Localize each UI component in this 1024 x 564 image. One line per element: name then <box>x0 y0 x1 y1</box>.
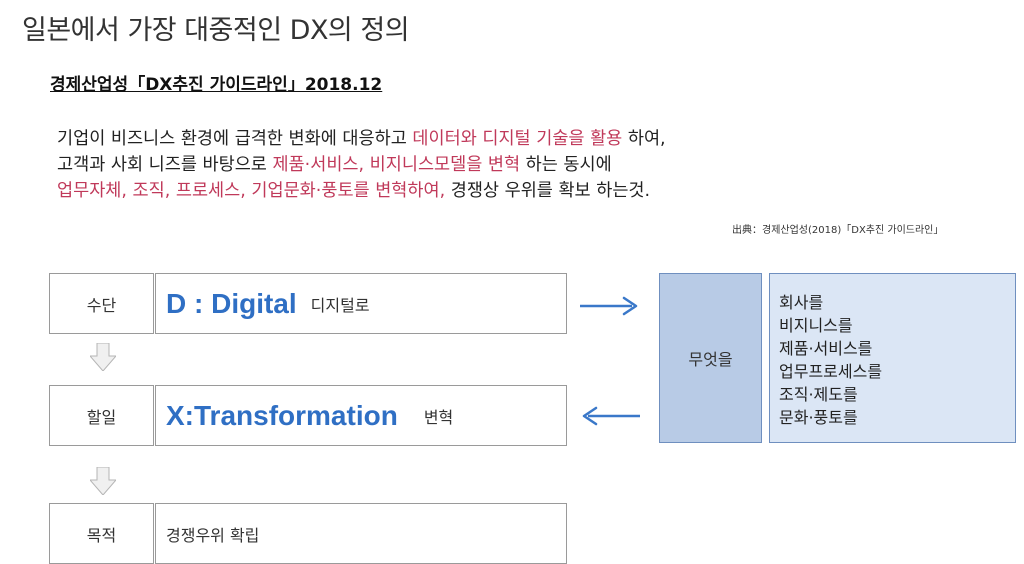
target-item: 제품·서비스를 <box>779 339 873 358</box>
target-item: 조직·제도를 <box>779 385 858 404</box>
goal-value: 경쟁우위 확립 <box>155 503 567 564</box>
todo-label-text: 할일 <box>86 407 117 427</box>
what-text: 무엇을 <box>688 350 733 369</box>
definition-line-3: 업무자체, 조직, 프로세스, 기업문화·풍토를 변혁하여, 경쟁상 우위를 확… <box>57 178 666 204</box>
digital-desc: 디지털로 <box>310 295 370 315</box>
means-value: D : Digital 디지털로 <box>155 273 567 334</box>
definition-text: 기업이 비즈니스 환경에 급격한 변화에 대응하고 데이터와 디지털 기술을 활… <box>57 126 666 204</box>
transformation-desc: 변혁 <box>423 407 454 427</box>
page-title: 일본에서 가장 대중적인 DX의 정의 <box>22 15 410 46</box>
what-box: 무엇을 <box>659 273 762 443</box>
highlighted-text: 제품·서비스, 비지니스모델을 변혁 <box>272 155 521 175</box>
definition-line-2: 고객과 사회 니즈를 바탕으로 제품·서비스, 비지니스모델을 변혁 하는 동시… <box>57 152 666 178</box>
goal-label: 목적 <box>49 503 154 564</box>
target-item: 문화·풍토를 <box>779 408 858 427</box>
transformation-term: X:Transformation <box>166 399 398 431</box>
target-item: 회사를 <box>779 293 824 312</box>
goal-text: 경쟁우위 확립 <box>166 525 260 545</box>
target-item: 업무프로세스를 <box>779 362 883 381</box>
target-item: 비지니스를 <box>779 316 853 335</box>
definition-text-segment: 하는 동시에 <box>520 155 612 175</box>
down-arrow-icon <box>90 343 116 371</box>
highlighted-text: 데이터와 디지털 기술을 활용 <box>412 129 623 149</box>
definition-line-1: 기업이 비즈니스 환경에 급격한 변화에 대응하고 데이터와 디지털 기술을 활… <box>57 126 666 152</box>
todo-value: X:Transformation 변혁 <box>155 385 567 446</box>
arrow-right-icon <box>580 296 638 316</box>
definition-text-segment: 고객과 사회 니즈를 바탕으로 <box>57 155 273 175</box>
highlighted-text: 업무자체, 조직, 프로세스, 기업문화·풍토를 변혁하여, <box>57 181 446 201</box>
definition-text-segment: 경쟁상 우위를 확보 하는것. <box>445 181 651 201</box>
arrow-left-icon <box>582 406 640 426</box>
source-note: 出典：경제산업성(2018)「DX추진 가이드라인」 <box>732 225 944 236</box>
down-arrow-icon <box>90 467 116 495</box>
definition-text-segment: 기업이 비즈니스 환경에 급격한 변화에 대응하고 <box>57 129 413 149</box>
targets-box: 회사를 비지니스를 제품·서비스를 업무프로세스를 조직·제도를 문화·풍토를 <box>769 273 1016 443</box>
subtitle: 경제산업성「DX추진 가이드라인」2018.12 <box>50 75 383 95</box>
definition-text-segment: 하여, <box>622 129 666 149</box>
means-label: 수단 <box>49 273 154 334</box>
digital-term: D : Digital <box>166 287 297 319</box>
goal-label-text: 목적 <box>86 525 117 545</box>
todo-label: 할일 <box>49 385 154 446</box>
means-label-text: 수단 <box>86 295 117 315</box>
